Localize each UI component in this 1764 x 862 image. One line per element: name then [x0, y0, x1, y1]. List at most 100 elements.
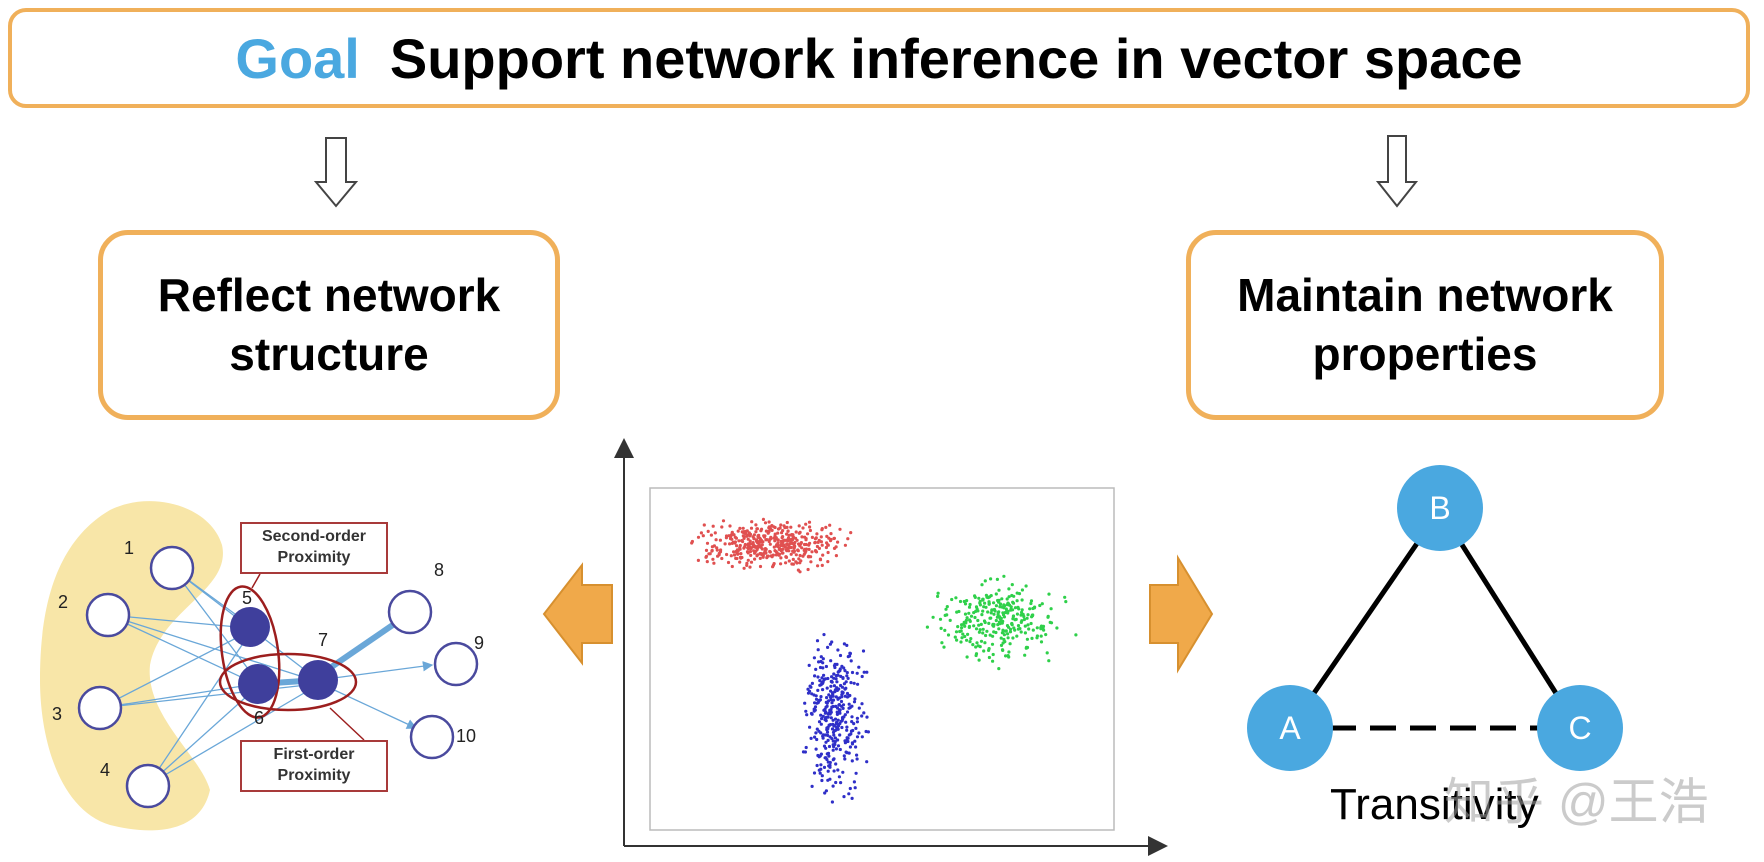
scatter-point: [963, 602, 968, 606]
scatter-point: [749, 560, 754, 564]
node-label-6: 6: [254, 708, 265, 728]
scatter-point: [839, 699, 844, 704]
scatter-point: [1026, 613, 1030, 617]
scatter-point: [836, 670, 840, 674]
scatter-point: [1016, 624, 1021, 628]
second-order-line1: Second-order: [261, 528, 366, 546]
scatter-point: [1029, 601, 1033, 606]
scatter-point: [1002, 633, 1007, 637]
scatter-point: [817, 768, 821, 772]
scatter-point: [732, 550, 736, 554]
scatter-point: [984, 605, 988, 609]
scatter-point: [751, 544, 756, 548]
scatter-point: [940, 641, 944, 645]
scatter-point: [852, 681, 856, 685]
scatter-point: [826, 738, 830, 743]
scatter-point: [767, 520, 771, 524]
scatter-point: [1006, 636, 1010, 640]
scatter-point: [850, 759, 854, 763]
scatter-point: [732, 553, 737, 557]
scatter-point: [988, 616, 992, 620]
triangle-node-a: [1247, 685, 1333, 771]
scatter-point: [845, 728, 849, 732]
scatter-point: [757, 539, 762, 543]
scatter-point: [838, 733, 842, 737]
scatter-point: [836, 718, 840, 722]
scatter-point: [825, 541, 829, 545]
scatter-point: [965, 599, 969, 603]
scatter-point: [819, 763, 823, 767]
scatter-point: [1005, 597, 1009, 601]
triangle-letter-a: A: [1279, 710, 1301, 746]
scatter-point: [1015, 612, 1020, 616]
scatter-point: [704, 555, 708, 559]
scatter-point: [1039, 624, 1044, 628]
scatter-point: [976, 618, 980, 623]
scatter-point: [1015, 634, 1019, 638]
scatter-point: [824, 716, 828, 720]
scatter-point: [969, 614, 974, 618]
scatter-point: [1005, 609, 1009, 613]
scatter-point: [836, 725, 840, 729]
scatter-point: [860, 714, 864, 718]
scatter-point: [820, 717, 824, 721]
scatter-point: [771, 565, 775, 569]
scatter-point: [804, 538, 808, 542]
scatter-point: [820, 543, 824, 547]
scatter-point: [843, 543, 848, 547]
scatter-point: [814, 536, 818, 540]
scatter-point: [835, 706, 840, 710]
scatter-point: [1046, 615, 1050, 619]
scatter-point: [829, 716, 833, 720]
node-label-3: 3: [52, 704, 63, 724]
scatter-point: [826, 676, 830, 681]
scatter-point: [1022, 614, 1026, 619]
scatter-point: [986, 610, 990, 614]
scatter-point: [849, 531, 853, 535]
scatter-point: [983, 579, 987, 583]
scatter-point: [791, 538, 795, 542]
scatter-point: [833, 736, 838, 740]
scatter-point: [1000, 631, 1005, 635]
scatter-point: [1001, 648, 1005, 653]
scatter-point: [1025, 637, 1029, 641]
scatter-point: [735, 544, 739, 548]
scatter-point: [723, 542, 727, 546]
scatter-point: [865, 760, 869, 764]
scatter-point: [831, 743, 835, 747]
scatter-point: [769, 537, 773, 541]
second-order-ellipse: [219, 585, 281, 719]
scatter-point: [987, 621, 991, 626]
scatter-point: [956, 625, 960, 629]
scatter-point: [822, 744, 827, 748]
scatter-point: [1029, 599, 1034, 603]
scatter-point: [826, 769, 830, 773]
scatter-point: [857, 706, 861, 710]
scatter-point: [829, 695, 833, 700]
scatter-point: [817, 699, 821, 703]
scatter-point: [819, 655, 823, 659]
scatter-point: [850, 720, 854, 724]
scatter-point: [988, 633, 992, 637]
scatter-point: [819, 683, 823, 687]
scatter-point: [779, 562, 783, 566]
node-label-7: 7: [318, 630, 329, 650]
scatter-point: [849, 732, 853, 736]
scatter-point: [795, 538, 799, 542]
scatter-point: [803, 750, 808, 754]
scatter-point: [845, 725, 849, 729]
scatter-point: [1002, 603, 1006, 607]
scatter-point: [807, 520, 812, 524]
scatter-point: [1023, 653, 1027, 657]
scatter-point: [824, 545, 829, 550]
scatter-point: [841, 703, 846, 707]
scatter-point: [963, 612, 968, 616]
scatter-point: [761, 554, 765, 558]
scatter-point: [853, 739, 857, 743]
scatter-point: [825, 730, 830, 734]
scatter-point: [823, 677, 828, 681]
scatter-point: [829, 708, 833, 712]
scatter-point: [729, 554, 733, 558]
scatter-point: [992, 607, 997, 612]
scatter-point: [706, 529, 710, 534]
